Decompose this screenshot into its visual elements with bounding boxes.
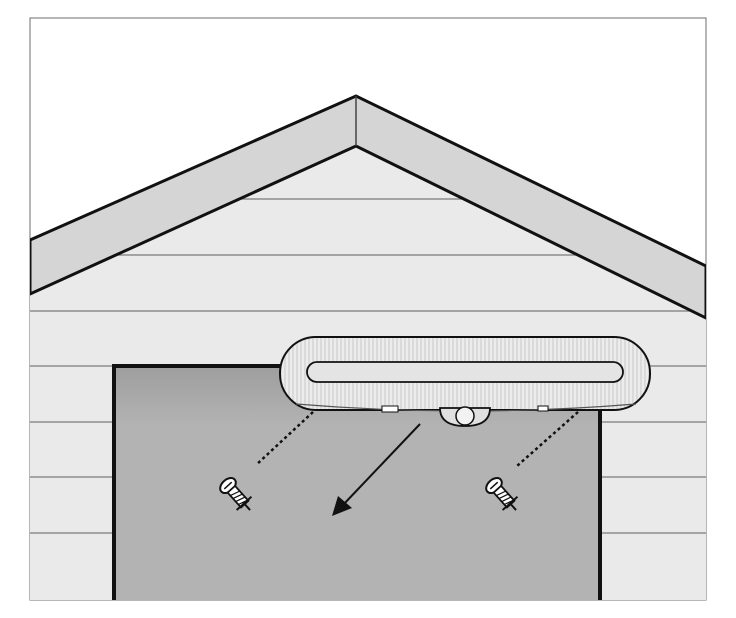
left-guide-line	[255, 411, 314, 466]
light-fixture-icon	[279, 336, 651, 427]
motion-sensor-icon	[439, 406, 491, 427]
right-guide-line	[516, 411, 579, 467]
arrow-icon	[332, 423, 421, 516]
screw-icon	[485, 477, 519, 511]
screw-icon	[219, 477, 253, 511]
